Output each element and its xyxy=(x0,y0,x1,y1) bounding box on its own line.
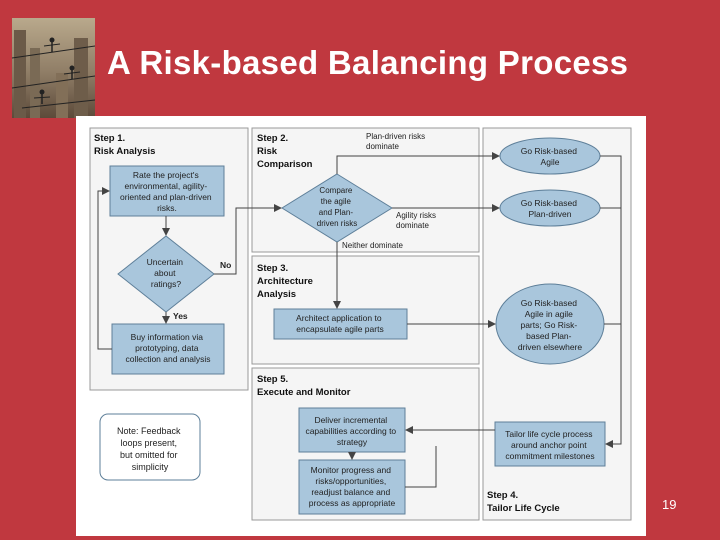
architect-line2: encapsulate agile parts xyxy=(296,324,383,334)
logo-image xyxy=(12,18,95,118)
architect-application-box xyxy=(273,308,408,340)
deliver-line2: capabilities according to xyxy=(305,426,396,436)
step5-number: Step 5. xyxy=(257,374,288,385)
go-plan-driven-line2: Plan-driven xyxy=(529,209,572,219)
architect-line1: Architect application to xyxy=(296,313,382,323)
step3-title-line2: Analysis xyxy=(257,289,296,300)
svg-text:Tailor life cycle process: Tailor life cycle process around anchor … xyxy=(505,429,595,461)
plan-driven-dominate-line2: dominate xyxy=(366,142,399,151)
monitor-progress-box xyxy=(298,459,406,515)
note-line4: simplicity xyxy=(132,462,169,472)
arrow-monitor-feedback xyxy=(405,446,437,488)
note-box xyxy=(99,413,201,481)
svg-text:Architect application to: Architect application to encapsulate agi… xyxy=(296,313,384,334)
go-agile-line2: Agile xyxy=(541,157,560,167)
rate-risks-line4: risks. xyxy=(157,203,177,213)
step4-title: Tailor Life Cycle xyxy=(487,503,560,514)
monitor-line3: readjust balance and xyxy=(311,487,390,497)
rate-risks-line1: Rate the project's xyxy=(133,170,199,180)
step4-number: Step 4. xyxy=(487,490,518,501)
step2-title-line1: Risk xyxy=(257,146,278,157)
arrow-agile-to-tailor xyxy=(600,155,622,448)
page-number: 19 xyxy=(662,497,677,512)
svg-text:Buy information via prot: Buy information via prototyping, data co… xyxy=(125,332,210,364)
svg-text:Deliver incremental capa: Deliver incremental capabilities accordi… xyxy=(305,415,398,447)
note-line1: Note: Feedback xyxy=(117,426,181,436)
risk-balancing-diagram: Step 1. Risk Analysis Step 2. Risk Compa… xyxy=(76,116,646,536)
slide-title: A Risk-based Balancing Process xyxy=(107,44,629,81)
svg-text:Rate the project's envir: Rate the project's environmental, agilit… xyxy=(120,170,214,213)
uncertain-line2: about xyxy=(154,268,176,278)
go-mixed-line4: based Plan- xyxy=(526,331,572,341)
deliver-increments-box xyxy=(298,407,406,453)
svg-text:Note: Feedback loops pre: Note: Feedback loops present, but omitte… xyxy=(117,426,183,472)
compare-line1: Compare xyxy=(319,186,352,195)
note-line2: loops present, xyxy=(120,438,177,448)
compare-line4: driven risks xyxy=(317,219,357,228)
buy-info-line1: Buy information via xyxy=(131,332,204,342)
yes-label: Yes xyxy=(173,311,188,321)
rate-risks-line2: environmental, agility- xyxy=(124,181,207,191)
no-label: No xyxy=(220,260,231,270)
go-agile-ellipse xyxy=(499,137,601,175)
tailor-line3: commitment milestones xyxy=(505,451,594,461)
svg-text:Go Risk-based Plan-drive: Go Risk-based Plan-driven xyxy=(521,198,580,219)
step1-number: Step 1. xyxy=(94,133,125,144)
step3-number: Step 3. xyxy=(257,263,288,274)
step2-number: Step 2. xyxy=(257,133,288,144)
deliver-line1: Deliver incremental xyxy=(314,415,387,425)
svg-text:Monitor progress and ris: Monitor progress and risks/opportunities… xyxy=(309,465,396,508)
buy-information-box xyxy=(111,323,225,375)
svg-text:Plan-driven risks domina: Plan-driven risks dominate xyxy=(366,132,427,151)
plan-driven-dominate-line1: Plan-driven risks xyxy=(366,132,425,141)
rate-risks-box xyxy=(109,165,225,217)
buy-info-line2: prototyping, data xyxy=(135,343,199,353)
step2-panel xyxy=(251,127,480,253)
rate-risks-line3: oriented and plan-driven xyxy=(120,192,212,202)
arrow-buy-loop xyxy=(97,187,112,350)
svg-text:Go Risk-based Agile: Go Risk-based Agile xyxy=(521,146,580,167)
svg-text:Compare the agile: Compare the agile and Plan- driven risks xyxy=(317,186,357,228)
note-line3: but omitted for xyxy=(120,450,178,460)
step3-title-line1: Architecture xyxy=(257,276,313,287)
svg-text:Uncertain about ra: Uncertain about ratings? xyxy=(147,257,186,289)
tailor-line2: around anchor point xyxy=(511,440,587,450)
go-mixed-line3: parts; Go Risk- xyxy=(520,320,577,330)
go-mixed-line1: Go Risk-based xyxy=(521,298,577,308)
monitor-line1: Monitor progress and xyxy=(311,465,392,475)
tailor-life-cycle-box xyxy=(494,421,606,467)
go-mixed-line5: driven elsewhere xyxy=(518,342,583,352)
uncertain-line1: Uncertain xyxy=(147,257,184,267)
tailor-line1: Tailor life cycle process xyxy=(505,429,592,439)
deliver-line3: strategy xyxy=(337,437,368,447)
agility-dominate-line1: Agility risks xyxy=(396,211,436,220)
go-plan-driven-ellipse xyxy=(499,189,601,227)
monitor-line2: risks/opportunities, xyxy=(315,476,386,486)
compare-line2: the agile xyxy=(321,197,352,206)
uncertain-line3: ratings? xyxy=(151,279,182,289)
arrow-plan-dominate xyxy=(336,152,500,174)
svg-text:Agility risks dominate: Agility risks dominate xyxy=(396,211,438,230)
neither-dominate-label: Neither dominate xyxy=(342,241,403,250)
step5-title: Execute and Monitor xyxy=(257,387,351,398)
go-plan-driven-line1: Go Risk-based xyxy=(521,198,577,208)
arrow-no-to-compare xyxy=(214,204,282,275)
monitor-line4: process as appropriate xyxy=(309,498,396,508)
go-mixed-line2: Agile in agile xyxy=(525,309,573,319)
buy-info-line3: collection and analysis xyxy=(125,354,210,364)
agility-dominate-line2: dominate xyxy=(396,221,429,230)
svg-text:Go Risk-based Agile in a: Go Risk-based Agile in agile parts; Go R… xyxy=(518,298,583,352)
compare-line3: and Plan- xyxy=(319,208,354,217)
go-agile-line1: Go Risk-based xyxy=(521,146,577,156)
step1-title: Risk Analysis xyxy=(94,146,155,157)
step2-title-line2: Comparison xyxy=(257,159,313,170)
